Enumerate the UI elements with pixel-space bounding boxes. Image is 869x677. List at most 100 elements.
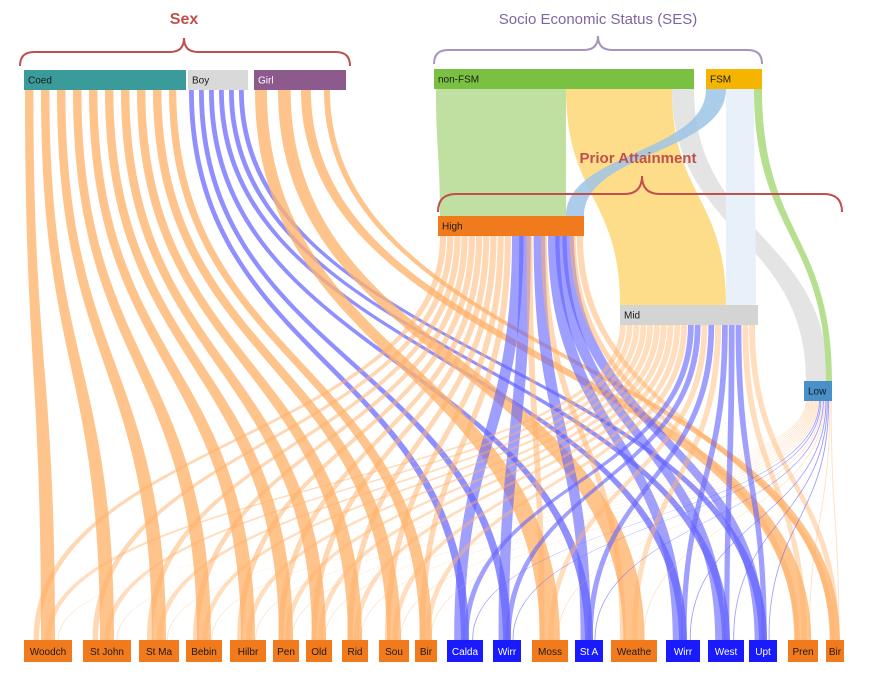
attainment-school-flow [202, 325, 647, 640]
fsm-high-flow [566, 89, 726, 216]
school-node-label: West [715, 647, 738, 658]
attainment-school-flow [419, 236, 511, 640]
school-node-bar [532, 640, 568, 662]
attainment-school-flow [291, 400, 814, 640]
school-node-label: Sou [385, 647, 403, 658]
school-node[interactable]: Pen [273, 640, 299, 662]
attainment-school-flow [211, 400, 811, 640]
attainment-school-flow [284, 325, 660, 640]
sex-node-boy[interactable]: Boy [188, 70, 248, 90]
school-node-bar [493, 640, 521, 662]
attainment-school-flow [57, 400, 808, 640]
school-node-bar [186, 640, 222, 662]
attainment-school-flow [147, 236, 461, 640]
school-node[interactable]: Woodch [24, 640, 72, 662]
fsm-mid-flow [726, 89, 756, 305]
school-node[interactable]: Hilbr [230, 640, 266, 662]
attainment-school-flow [557, 400, 823, 640]
sex-node-coed[interactable]: Coed [24, 70, 186, 90]
fsm-low-flow [754, 89, 832, 381]
sex-school-flow [278, 90, 645, 640]
attainment-school-flow [311, 236, 490, 640]
school-node[interactable]: Rid [342, 640, 368, 662]
school-node[interactable]: Sou [379, 640, 409, 662]
school-node-bar [139, 640, 179, 662]
prior-bracket [437, 175, 843, 213]
school-node-label: Bir [829, 647, 842, 658]
attainment-school-flow [576, 236, 836, 640]
attainment-school-flow [33, 236, 447, 640]
prior-node-low-bar [804, 381, 832, 401]
school-node-bar [306, 640, 332, 662]
prior-node-high[interactable]: High [438, 216, 584, 236]
school-node-label: Bir [420, 647, 433, 658]
school-node[interactable]: St Ma [139, 640, 179, 662]
prior-title: Prior Attainment [580, 150, 697, 167]
attainment-school-flow [733, 400, 828, 640]
nonfsm-high-flow [436, 89, 566, 216]
attainment-school-flow [594, 400, 824, 640]
school-node-label: Hilbr [238, 647, 259, 658]
school-node-bar [447, 640, 483, 662]
group-brackets [19, 35, 843, 213]
attainment-school-flow [237, 236, 475, 640]
school-node[interactable]: St John [83, 640, 131, 662]
sex-bracket [19, 37, 351, 67]
school-node[interactable]: Wirr [493, 640, 521, 662]
sex-node-girl[interactable]: Girl [254, 70, 346, 90]
attainment-school-flow [631, 325, 721, 640]
prior-node-mid[interactable]: Mid [620, 305, 758, 325]
school-node-bar [83, 640, 131, 662]
school-node-bar [826, 640, 844, 662]
sex-node-boy-bar [188, 70, 248, 90]
attainment-school-flow [533, 236, 591, 640]
school-flows [25, 90, 840, 640]
attainment-school-flow [317, 325, 667, 640]
ses-node-nonfsm-label: non-FSM [438, 75, 479, 86]
sex-node-girl-bar [254, 70, 346, 90]
school-node[interactable]: Weathe [611, 640, 657, 662]
school-node-label: St John [90, 647, 124, 658]
school-node[interactable]: Bir [826, 640, 844, 662]
attainment-school-flow [587, 325, 715, 640]
attainment-school-flow [157, 325, 640, 640]
ses-node-fsm[interactable]: FSM [706, 69, 762, 89]
school-node-label: St Ma [146, 647, 173, 658]
school-node-label: Wirr [674, 647, 693, 658]
school-node-label: Rid [347, 647, 362, 658]
attainment-school-flow [724, 325, 735, 640]
sex-node-coed-label: Coed [28, 76, 52, 87]
sex-school-flow [41, 90, 114, 640]
attainment-school-flow [562, 236, 765, 640]
school-node[interactable]: Pren [788, 640, 818, 662]
school-node-label: Moss [538, 647, 562, 658]
school-node[interactable]: West [708, 640, 744, 662]
attainment-school-flow [526, 236, 545, 640]
school-node[interactable]: St A [575, 640, 603, 662]
attainment-school-flow [104, 325, 633, 640]
sex-node-boy-label: Boy [192, 76, 209, 87]
school-node[interactable]: Calda [447, 640, 483, 662]
attainment-school-flow [193, 236, 468, 640]
sex-school-flow [153, 90, 401, 640]
attainment-school-flow [167, 400, 810, 640]
school-node-label: Weathe [617, 647, 652, 658]
school-node[interactable]: Bebin [186, 640, 222, 662]
attainment-school-flow [548, 325, 708, 640]
sex-school-flow [25, 90, 55, 640]
school-node[interactable]: Old [306, 640, 332, 662]
school-node[interactable]: Wirr [666, 640, 700, 662]
school-node[interactable]: Upt [749, 640, 777, 662]
prior-node-mid-bar [620, 305, 758, 325]
school-node[interactable]: Moss [532, 640, 568, 662]
school-node[interactable]: Bir [415, 640, 437, 662]
prior-node-low[interactable]: Low [804, 381, 832, 401]
sex-school-flow [105, 90, 293, 640]
attainment-school-flow [246, 325, 653, 640]
attainment-school-flow [353, 325, 674, 640]
attainment-school-flow [548, 236, 684, 640]
school-node-bar [708, 640, 744, 662]
school-node-bar [342, 640, 368, 662]
prior-node-mid-label: Mid [624, 311, 640, 322]
ses-node-nonfsm[interactable]: non-FSM [434, 69, 694, 89]
